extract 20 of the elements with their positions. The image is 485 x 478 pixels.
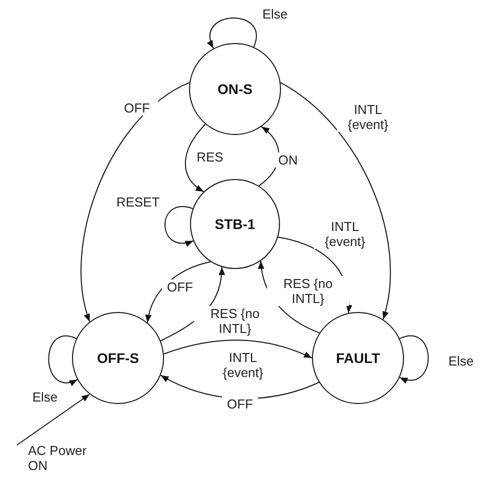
edge-label: RES {no INTL}: [267, 276, 349, 306]
transition-arrow: [146, 261, 211, 324]
state-name: OFF-S: [97, 350, 139, 366]
transition-arrow: [48, 336, 78, 386]
transition-arrow: [80, 82, 190, 322]
transition-arrow: [280, 82, 391, 320]
transition-arrow: [184, 124, 206, 192]
state-circle: [190, 179, 280, 269]
state-name: ON-S: [218, 81, 252, 97]
state-name: STB-1: [214, 216, 256, 232]
transition-arrow: [164, 206, 194, 246]
state-name: FAULT: [336, 350, 380, 366]
state-circle: [72, 312, 164, 404]
transition-arrow: [16, 394, 90, 446]
state-circle: [189, 43, 281, 135]
transition-arrow: [399, 335, 429, 383]
edge-label: OFF: [222, 396, 258, 412]
transition-arrow: [163, 340, 312, 358]
state-circle: [312, 312, 404, 404]
transition-arrow: [208, 18, 257, 49]
